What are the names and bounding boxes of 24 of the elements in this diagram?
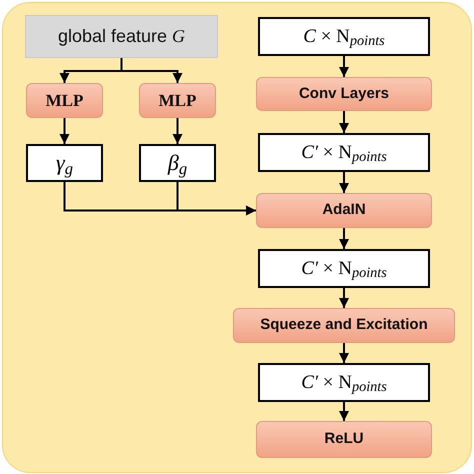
process-box: ReLU (256, 421, 432, 458)
feature-box: global feature G (25, 15, 218, 58)
tensor-box: C′ × N$_{points}$ (258, 249, 430, 288)
arrow (339, 228, 349, 249)
tensor-box: C′ × N$_{points}$ (258, 133, 430, 172)
arrow (176, 182, 256, 216)
arrow (339, 172, 349, 193)
arrow (120, 58, 182, 83)
process-box: MLP (139, 83, 216, 118)
process-box: MLP (26, 83, 103, 118)
process-box: AdaIN (256, 193, 432, 228)
arrow (339, 343, 349, 363)
arrow (339, 288, 349, 308)
arrow (339, 111, 349, 133)
parameter-box: γ$_{g}$ (26, 144, 103, 182)
arrow (339, 56, 349, 77)
tensor-box: C × N$_{points}$ (258, 17, 430, 56)
parameter-box: β$_{g}$ (139, 144, 216, 182)
tensor-box: C′ × N$_{points}$ (258, 363, 430, 402)
process-box: Squeeze and Excitation (233, 308, 455, 343)
arrow (172, 118, 182, 144)
arrow (60, 118, 70, 144)
arrow (339, 402, 349, 421)
process-box: Conv Layers (256, 77, 432, 111)
